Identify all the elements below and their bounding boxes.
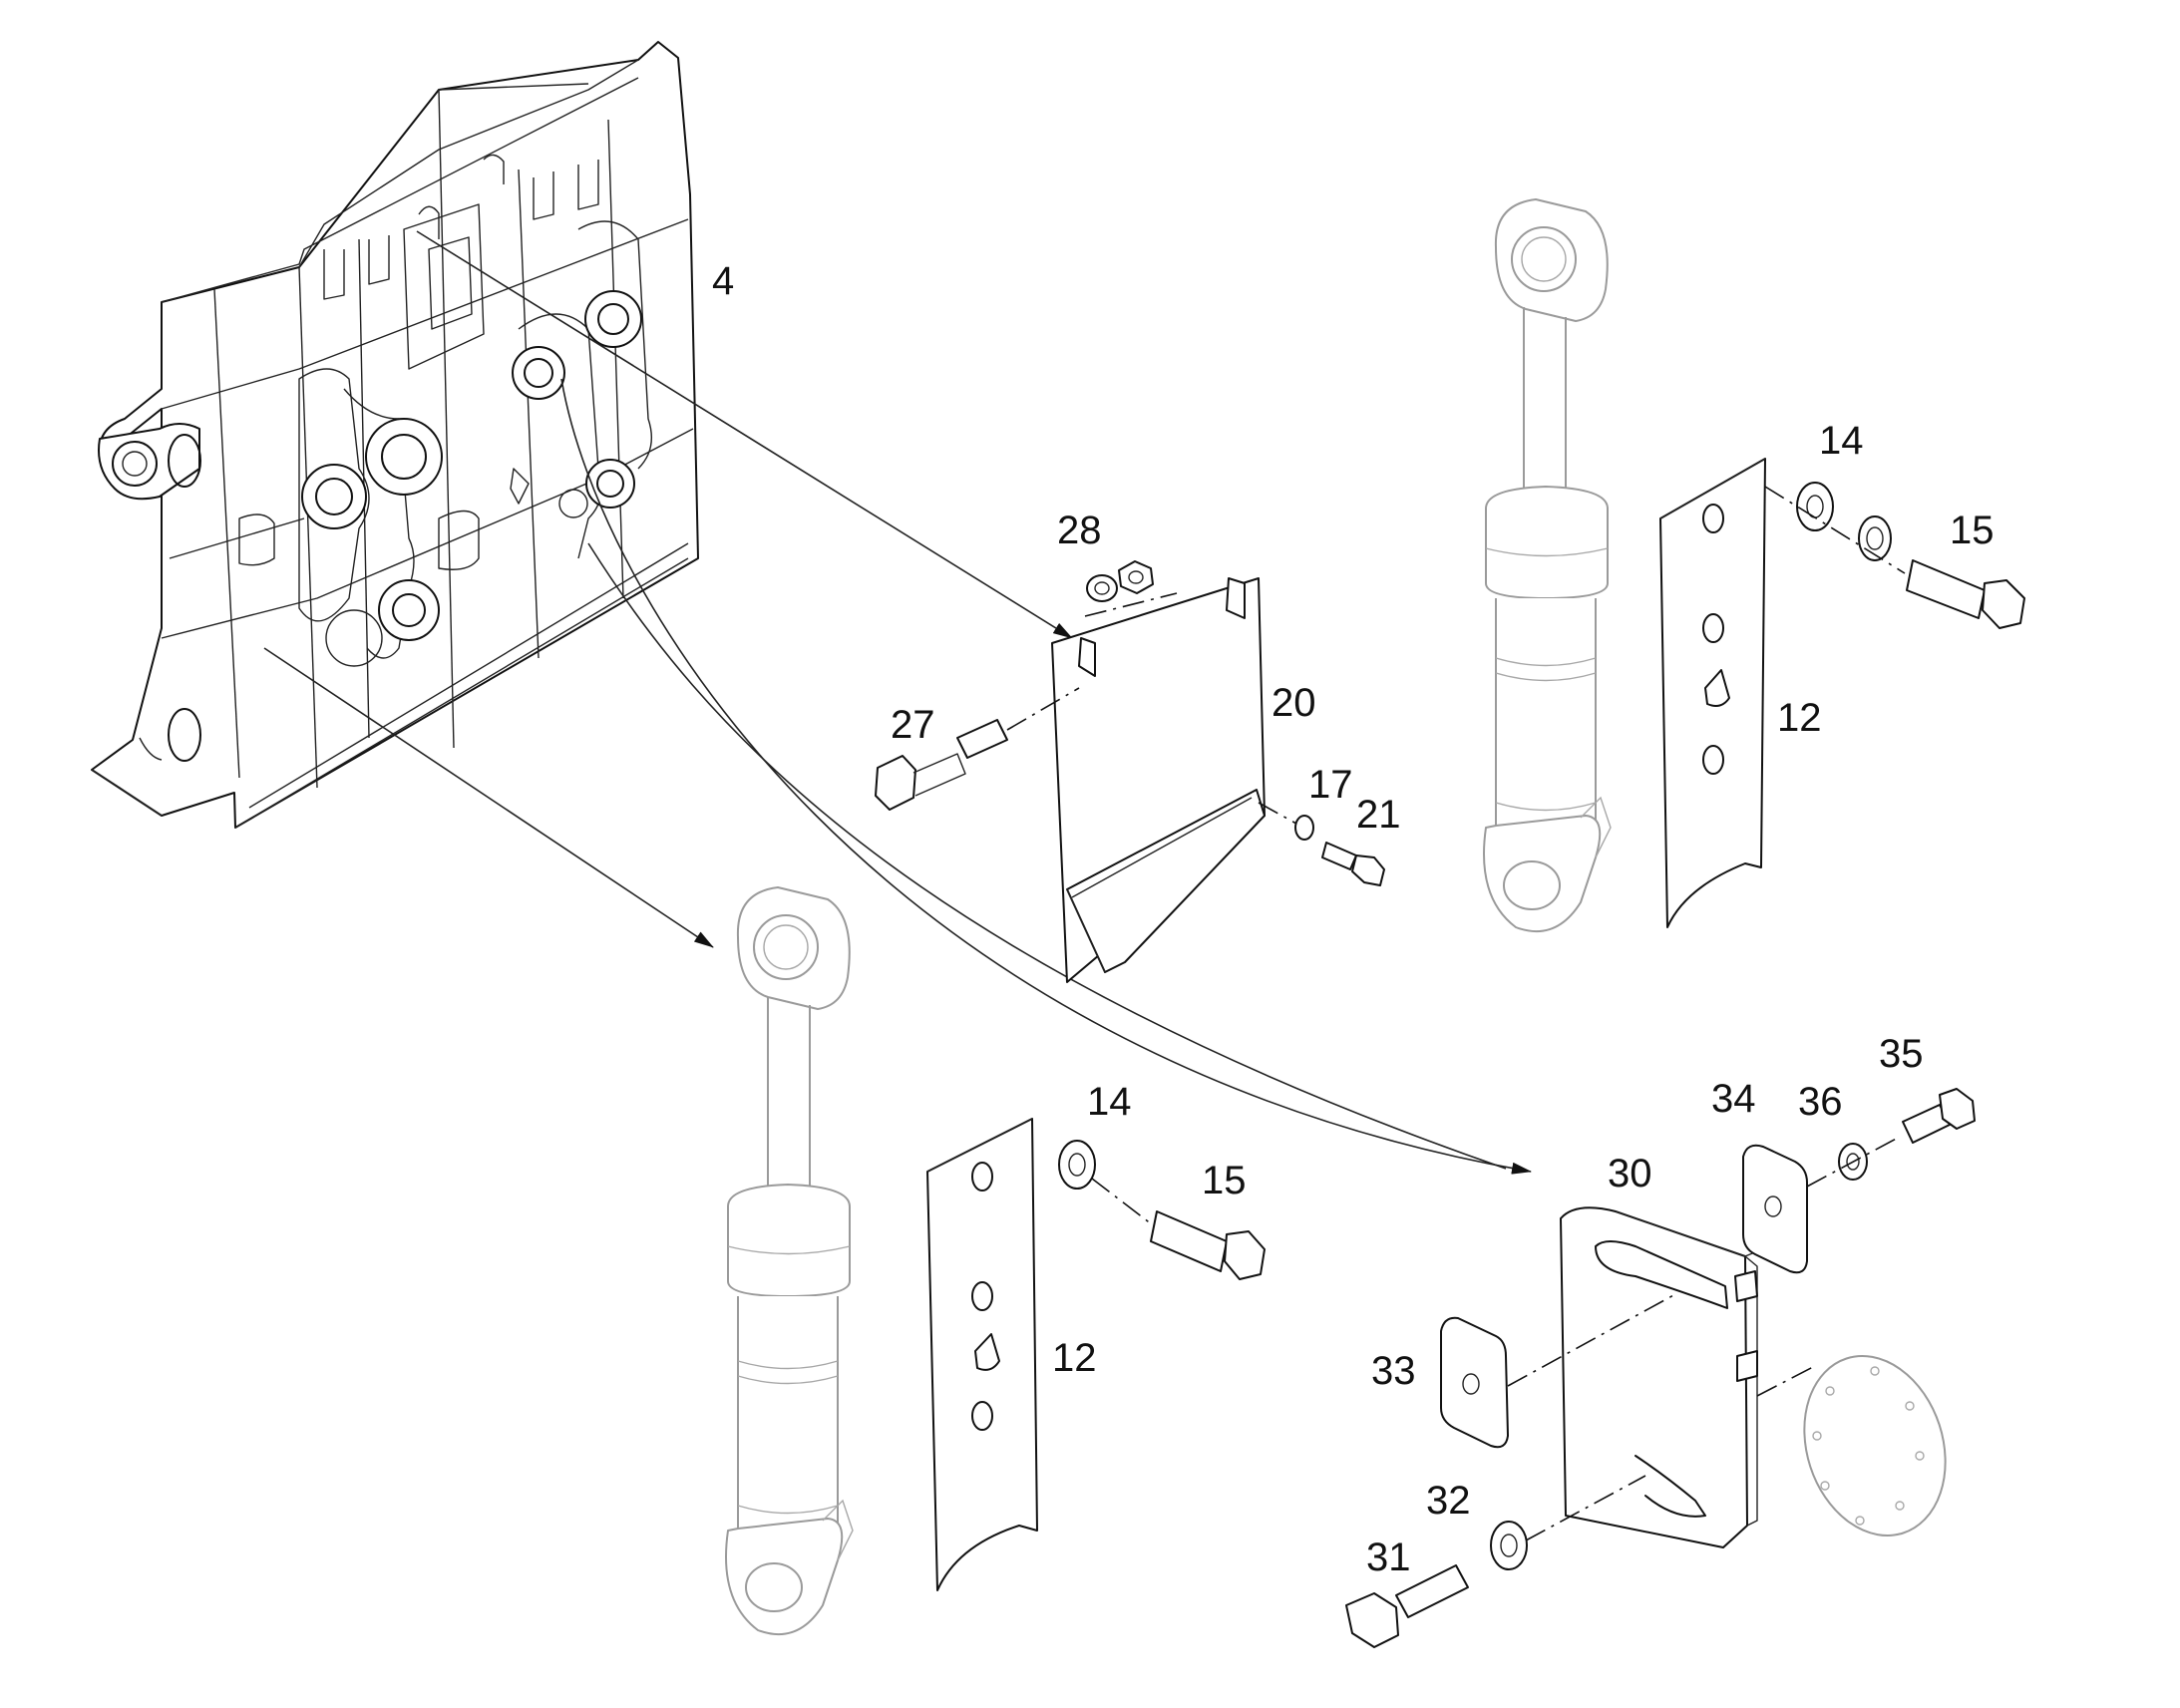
hydraulic-cylinder-left: [725, 886, 854, 1636]
callout-20: 20: [1272, 681, 1316, 725]
lock-nut-right: [1858, 515, 1892, 561]
callout-36: 36: [1798, 1080, 1843, 1124]
callout-32: 32: [1426, 1479, 1471, 1523]
washer-part-17: [1294, 815, 1314, 841]
pivot-boss: [378, 579, 440, 641]
bolt-part-27: [875, 687, 1080, 811]
callout-27: 27: [891, 703, 935, 747]
cover-disk: [1803, 1355, 1947, 1537]
callout-30: 30: [1608, 1152, 1652, 1196]
block-part-34: [1742, 1144, 1808, 1274]
callout-15-right: 15: [1950, 509, 1995, 552]
block-part-33: [1440, 1293, 1676, 1449]
frame-part-4: [91, 41, 699, 829]
callout-21: 21: [1356, 793, 1401, 837]
bolt-part-35: [1806, 1088, 1976, 1188]
callout-14-right: 14: [1819, 419, 1864, 463]
pivot-boss: [585, 459, 635, 509]
callout-12-right: 12: [1777, 696, 1822, 740]
cover-plate-part-20: [1051, 577, 1266, 983]
callout-31: 31: [1366, 1536, 1411, 1579]
mounting-plate-part-12-left: [926, 1118, 1038, 1591]
washer-part-14-left: [1058, 1140, 1096, 1190]
washer-part-14-right: [1796, 482, 1834, 531]
bolt-part-31: [1345, 1475, 1646, 1648]
pivot-boss: [584, 290, 642, 348]
assembly-leaders: [263, 230, 1532, 1175]
nut-part-28: [1118, 560, 1154, 594]
callout-labels: 4 28 27 20 17 21 14 15 12 14 15 12 34 36…: [712, 259, 1995, 1579]
mounting-plate-part-12-right: [1659, 458, 1766, 928]
nut-part-28: [1086, 574, 1118, 602]
pivot-boss: [365, 418, 443, 496]
callout-17: 17: [1308, 763, 1353, 807]
callout-35: 35: [1879, 1032, 1924, 1076]
callout-28: 28: [1057, 509, 1102, 552]
pivot-boss: [512, 346, 565, 400]
bolt-part-15-right: [1764, 486, 2025, 629]
callout-15-left: 15: [1202, 1159, 1247, 1202]
callout-34: 34: [1711, 1077, 1756, 1121]
hydraulic-cylinder-right: [1483, 198, 1612, 933]
bolt-part-15-left: [1091, 1178, 1266, 1280]
pivot-boss: [301, 464, 367, 529]
callout-33: 33: [1371, 1349, 1416, 1393]
washer-part-32: [1490, 1521, 1528, 1570]
bracket-part-30: [1560, 1206, 1816, 1548]
callout-12-left: 12: [1052, 1336, 1097, 1380]
bolt-part-21: [1258, 802, 1385, 886]
callout-14-left: 14: [1087, 1080, 1132, 1124]
callout-4: 4: [712, 259, 734, 303]
